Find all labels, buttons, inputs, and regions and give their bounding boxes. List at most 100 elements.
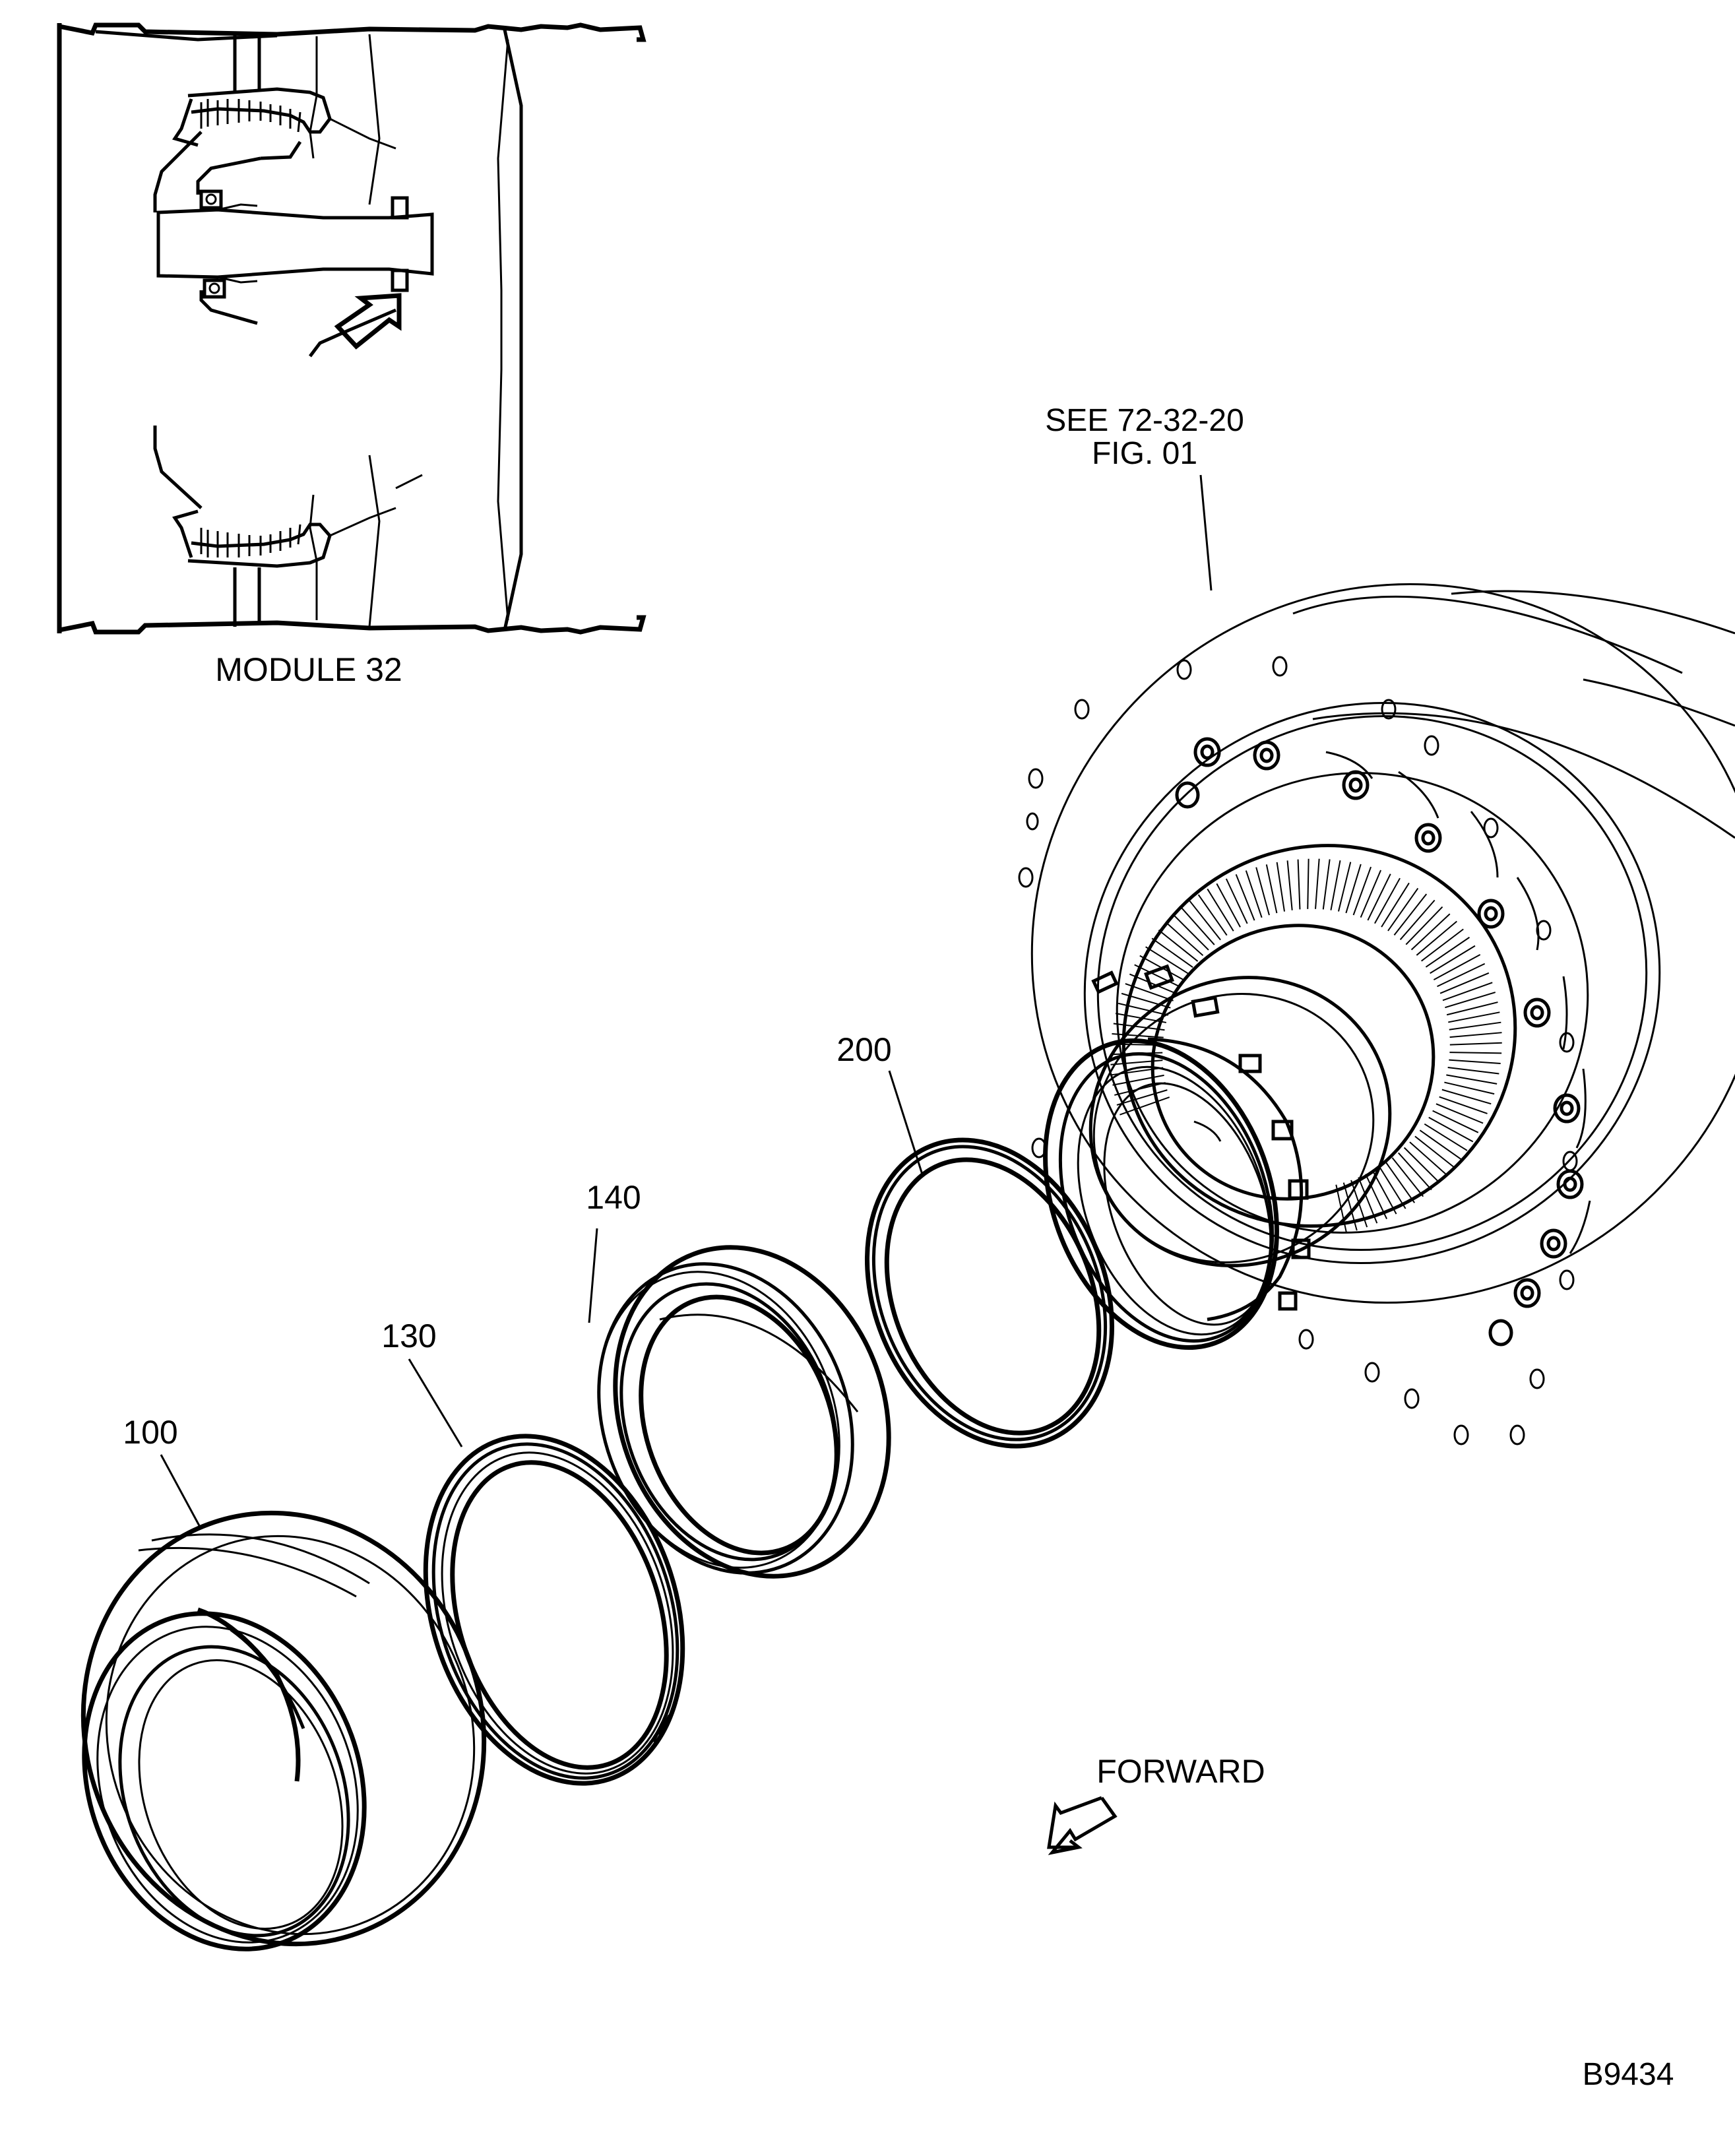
callout-130-leader xyxy=(408,1358,463,1447)
gear-tooth xyxy=(1416,920,1457,956)
gear-tooth xyxy=(1345,864,1362,914)
gear-tooth xyxy=(1113,1023,1165,1031)
callout-140: 140 xyxy=(586,1179,641,1323)
gear-tooth xyxy=(1118,1002,1169,1016)
module-32-inset-drawing xyxy=(57,22,647,635)
callout-100: 100 xyxy=(123,1414,203,1530)
gear-tooth xyxy=(1419,1129,1462,1160)
gear-tooth xyxy=(1393,893,1428,935)
retaining-nuts xyxy=(1175,737,1584,1347)
gear-tooth xyxy=(1255,867,1270,916)
inset-direction-arrow-icon xyxy=(334,293,402,350)
gear-tooth xyxy=(1112,1074,1164,1086)
callout-130: 130 xyxy=(381,1317,463,1447)
upper-blade-row xyxy=(200,99,301,133)
gear-tooth xyxy=(1437,963,1486,988)
callout-200: 200 xyxy=(836,1031,924,1175)
locking-tabs xyxy=(1091,964,1311,1311)
gear-tooth xyxy=(1441,1089,1492,1105)
gear-tooth xyxy=(1125,983,1174,1001)
gear-tooth xyxy=(1414,1135,1455,1168)
gear-tooth xyxy=(1391,1157,1424,1197)
gear-tooth xyxy=(1398,1152,1432,1191)
callout-140-number: 140 xyxy=(586,1179,641,1216)
gear-tooth xyxy=(1337,862,1352,912)
gear-tooth xyxy=(1216,883,1241,928)
gear-tooth xyxy=(1448,1011,1500,1023)
item-130-split-ring[interactable] xyxy=(383,1403,726,1817)
gear-tooth xyxy=(1197,894,1228,936)
gear-tooth xyxy=(1276,862,1286,912)
gear-tooth xyxy=(1225,878,1248,924)
gear-tooth xyxy=(1449,1021,1501,1030)
gear-tooth xyxy=(1189,901,1221,941)
gear-tooth xyxy=(1158,930,1199,962)
gear-tooth xyxy=(1409,1141,1448,1176)
gear-tooth xyxy=(1449,1032,1502,1038)
callout-140-leader xyxy=(588,1228,598,1323)
gear-tooth xyxy=(1379,1166,1406,1209)
gear-tooth xyxy=(1151,937,1193,968)
gear-tooth xyxy=(1145,946,1189,974)
gear-tooth xyxy=(1432,1110,1479,1133)
forward-label: FORWARD xyxy=(1096,1753,1265,1790)
gear-tooth xyxy=(1403,1147,1440,1184)
gear-tooth xyxy=(1330,860,1341,910)
gear-tooth xyxy=(1424,1123,1468,1151)
gear-tooth xyxy=(1245,870,1263,918)
gearbox-housing-assembly[interactable] xyxy=(905,455,1735,1445)
gear-tooth xyxy=(1381,882,1410,928)
gear-tooth xyxy=(1442,982,1493,1001)
gear-tooth xyxy=(1449,1052,1502,1054)
gear-tooth xyxy=(1110,1060,1163,1065)
gear-tooth xyxy=(1447,1067,1499,1075)
gear-tooth xyxy=(1207,888,1234,932)
callout-200-number: 200 xyxy=(836,1031,891,1068)
lower-blade-row xyxy=(200,524,301,557)
gear-tooth xyxy=(1387,887,1419,932)
gear-tooth xyxy=(1181,907,1215,945)
gear-tooth xyxy=(1297,859,1301,910)
gear-tooth xyxy=(1372,1170,1397,1215)
item-200-seal-ring[interactable] xyxy=(823,1103,1156,1483)
gear-tooth xyxy=(1446,1001,1498,1016)
gear-tooth xyxy=(1129,973,1177,995)
gear-tooth xyxy=(1134,964,1181,988)
reference-leader-line xyxy=(1199,474,1213,591)
gear-tooth xyxy=(1410,913,1451,951)
gear-tooth xyxy=(1399,899,1435,940)
gear-tooth xyxy=(1367,873,1391,921)
gear-tooth xyxy=(1352,866,1372,916)
gear-tooth xyxy=(1342,1182,1358,1231)
gear-tooth xyxy=(1121,992,1171,1009)
gear-tooth xyxy=(1405,906,1443,945)
item-100-seal-housing[interactable] xyxy=(23,1456,544,2000)
item-140-bearing-race[interactable] xyxy=(557,1209,933,1615)
figure-id: B9434 xyxy=(1583,2057,1674,2092)
reference-note-line2: FIG. 01 xyxy=(1092,436,1197,471)
gear-tooth xyxy=(1322,859,1331,910)
gear-tooth xyxy=(1444,1081,1495,1095)
bevel-gear-teeth xyxy=(1110,858,1502,1234)
gear-tooth xyxy=(1173,914,1209,951)
inset-caption: MODULE 32 xyxy=(215,651,402,688)
gear-tooth xyxy=(1445,992,1496,1009)
gear-tooth xyxy=(1421,928,1464,962)
gear-tooth xyxy=(1433,954,1481,980)
gear-tooth xyxy=(1439,972,1490,994)
callout-100-number: 100 xyxy=(123,1414,177,1451)
callout-130-number: 130 xyxy=(381,1317,436,1354)
gear-tooth xyxy=(1430,945,1476,974)
gear-tooth xyxy=(1449,1042,1502,1046)
callout-100-leader xyxy=(160,1454,203,1530)
gear-tooth xyxy=(1315,858,1320,909)
reference-note: SEE 72-32-20 FIG. 01 xyxy=(1045,403,1244,591)
callout-200-leader xyxy=(888,1070,924,1175)
gear-tooth xyxy=(1449,1059,1501,1064)
forward-indicator: FORWARD xyxy=(1047,1753,1265,1855)
gear-tooth xyxy=(1265,864,1278,914)
gear-tooth xyxy=(1235,874,1255,921)
gear-tooth xyxy=(1165,922,1204,957)
